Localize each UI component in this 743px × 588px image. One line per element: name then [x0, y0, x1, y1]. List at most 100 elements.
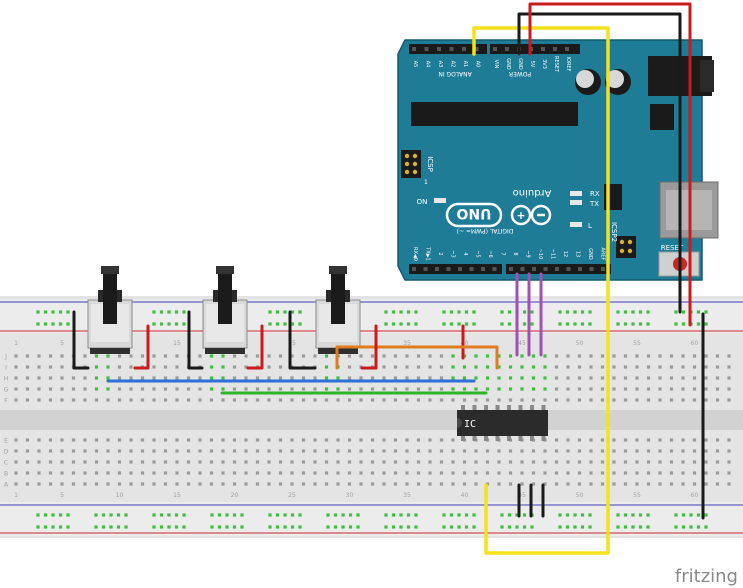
- breadboard-hole: [612, 365, 616, 369]
- column-number: 40: [461, 492, 469, 499]
- rail-hole: [696, 310, 701, 314]
- breadboard-hole: [715, 482, 720, 486]
- rail-hole: [66, 513, 70, 517]
- row-letter: G: [4, 387, 9, 394]
- pin-label: 3V3: [541, 59, 547, 69]
- breadboard-hole: [290, 387, 294, 391]
- icsp-pin: [404, 161, 410, 167]
- ic-leg: [541, 405, 546, 411]
- breadboard-hole: [715, 387, 720, 391]
- rail-hole: [58, 525, 63, 529]
- row-letter: A: [4, 482, 9, 489]
- rail-hole: [225, 513, 229, 517]
- breadboard-hole: [416, 471, 421, 475]
- column-number: 40: [461, 340, 469, 347]
- rail-hole: [522, 310, 527, 314]
- rail-hole: [472, 310, 476, 314]
- breadboard-hole: [25, 365, 30, 369]
- rail-hole: [275, 525, 280, 529]
- breadboard-hole: [600, 449, 605, 453]
- breadboard-hole: [474, 471, 478, 475]
- icsp-pin: [404, 169, 410, 175]
- breadboard-hole: [129, 365, 133, 369]
- breadboard-hole: [25, 471, 30, 475]
- rail-hole: [333, 525, 338, 529]
- rail-hole: [414, 310, 418, 314]
- breadboard-hole: [60, 471, 64, 475]
- breadboard-hole: [497, 471, 501, 475]
- fritzing-watermark: fritzing: [675, 566, 738, 587]
- breadboard-hole: [428, 365, 432, 369]
- breadboard-hole: [267, 387, 271, 391]
- breadboard-hole: [347, 471, 352, 475]
- breadboard-hole: [646, 449, 651, 453]
- breadboard-hole: [347, 354, 352, 358]
- breadboard-hole: [646, 365, 651, 369]
- breadboard-hole: [106, 376, 110, 380]
- icsp-pins: [404, 153, 418, 175]
- row-letter: I: [5, 365, 7, 372]
- breadboard-hole: [681, 376, 685, 380]
- icsp-pin: [412, 169, 418, 175]
- breadboard-hole: [439, 482, 444, 486]
- breadboard-hole: [232, 398, 237, 402]
- row-letter: D: [4, 449, 9, 456]
- breadboard-hole: [60, 387, 64, 391]
- breadboard-hole: [152, 387, 156, 391]
- breadboard-hole: [715, 365, 720, 369]
- breadboard-hole: [267, 398, 271, 402]
- wire-black-pot-3: [288, 310, 317, 370]
- breadboard-hole: [405, 354, 409, 358]
- breadboard-hole: [727, 438, 731, 442]
- breadboard-hole: [198, 482, 202, 486]
- logo-plus-glyph: +: [516, 209, 525, 222]
- breadboard-hole: [405, 449, 409, 453]
- rail-hole: [573, 310, 577, 314]
- breadboard-hole: [336, 471, 340, 475]
- breadboard-hole: [416, 460, 421, 464]
- rail-hole: [116, 513, 121, 517]
- rail-hole: [159, 322, 164, 326]
- breadboard-hole: [290, 354, 294, 358]
- breadboard-hole: [163, 354, 168, 358]
- breadboard-hole: [198, 398, 202, 402]
- breadboard-hole: [485, 387, 490, 391]
- header-hole: [462, 47, 466, 51]
- breadboard-hole: [451, 354, 455, 358]
- rail-hole: [449, 310, 454, 314]
- breadboard-hole: [71, 376, 76, 380]
- rail-hole: [66, 310, 70, 314]
- breadboard-hole: [623, 354, 628, 358]
- breadboard-hole: [485, 376, 490, 380]
- rail-hole: [442, 525, 446, 529]
- breadboard-hole: [623, 482, 628, 486]
- rail-hole: [674, 513, 678, 517]
- breadboard-hole: [554, 482, 559, 486]
- breadboard-hole: [566, 438, 570, 442]
- breadboard-hole: [175, 449, 179, 453]
- rail-hole: [565, 322, 570, 326]
- breadboard-hole: [186, 460, 191, 464]
- breadboard-hole: [658, 449, 662, 453]
- breadboard-hole: [117, 376, 122, 380]
- breadboard-hole: [255, 482, 260, 486]
- breadboard-hole: [612, 387, 616, 391]
- breadboard-hole: [635, 460, 639, 464]
- breadboard-hole: [48, 460, 53, 464]
- breadboard-hole: [25, 376, 30, 380]
- breadboard-hole: [221, 376, 225, 380]
- rail-hole: [348, 525, 353, 529]
- capacitor-1-top: [576, 70, 594, 88]
- column-number: 50: [576, 492, 584, 499]
- rail-hole: [210, 525, 214, 529]
- digital-label: DIGITAL (PWM= ~): [457, 227, 514, 234]
- breadboard-hole: [152, 438, 156, 442]
- breadboard-hole: [715, 398, 720, 402]
- breadboard-hole: [209, 482, 214, 486]
- header-hole: [423, 267, 428, 271]
- breadboard-hole: [474, 376, 478, 380]
- breadboard-hole: [301, 482, 306, 486]
- breadboard-hole: [692, 387, 697, 391]
- rail-hole: [356, 525, 360, 529]
- breadboard-hole: [520, 354, 524, 358]
